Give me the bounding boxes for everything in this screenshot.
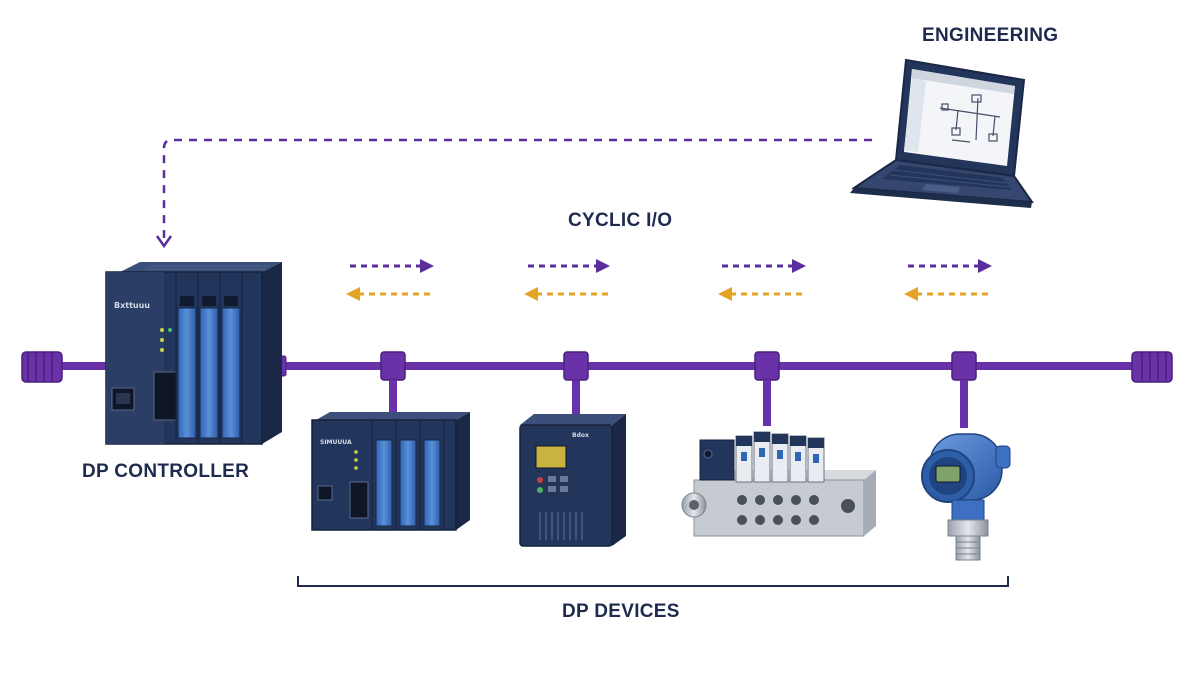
- valve-solenoids: [735, 431, 825, 483]
- dp-devices-label: DP DEVICES: [562, 601, 680, 622]
- remote-io-module-2: [399, 439, 417, 527]
- dp-device-drive: Bdox: [519, 414, 626, 547]
- remote-io-module-3: [423, 439, 441, 527]
- cyclic-io-label: CYCLIC I/O: [568, 210, 673, 231]
- engineering-label: ENGINEERING: [922, 25, 1059, 46]
- dp-controller-plc: Bxttuuu: [105, 262, 282, 445]
- bus-terminator-left: [21, 351, 63, 383]
- dp-device-remote-io: SIMUUUA: [311, 412, 470, 531]
- bus-tap-1: [380, 351, 406, 420]
- engineering-laptop: [850, 58, 1035, 208]
- cyclic-io-arrows: [346, 259, 992, 301]
- drive-keypad: [537, 476, 568, 493]
- controller-io-module-1: [177, 296, 197, 439]
- dp-controller-label: DP CONTROLLER: [82, 461, 250, 482]
- dp-device-valve-terminal: [681, 431, 876, 537]
- bus-terminator-right: [1131, 351, 1173, 383]
- cyclic-pair-4: [904, 259, 992, 301]
- network-schematic-icon: [939, 94, 1001, 143]
- cyclic-pair-1: [346, 259, 434, 301]
- cyclic-pair-2: [524, 259, 610, 301]
- valve-port: [737, 495, 855, 525]
- bus-tap-4: [951, 351, 977, 428]
- controller-brand: Bxttuuu: [114, 301, 150, 310]
- drive-brand: Bdox: [572, 432, 589, 439]
- cyclic-pair-3: [718, 259, 806, 301]
- engineering-link: [155, 138, 872, 249]
- remote-io-module-1: [375, 439, 393, 527]
- bus-tap-2: [563, 351, 589, 414]
- transmitter-display: [935, 465, 961, 483]
- bus-tap-3: [754, 351, 780, 426]
- controller-io-module-2: [199, 296, 219, 439]
- valve-electrical-module: [699, 439, 735, 481]
- controller-io-module-3: [221, 296, 241, 439]
- dp-devices-bracket: [297, 576, 1009, 587]
- remote-io-brand: SIMUUUA: [320, 439, 352, 446]
- dp-device-pressure-transmitter: [921, 433, 1011, 561]
